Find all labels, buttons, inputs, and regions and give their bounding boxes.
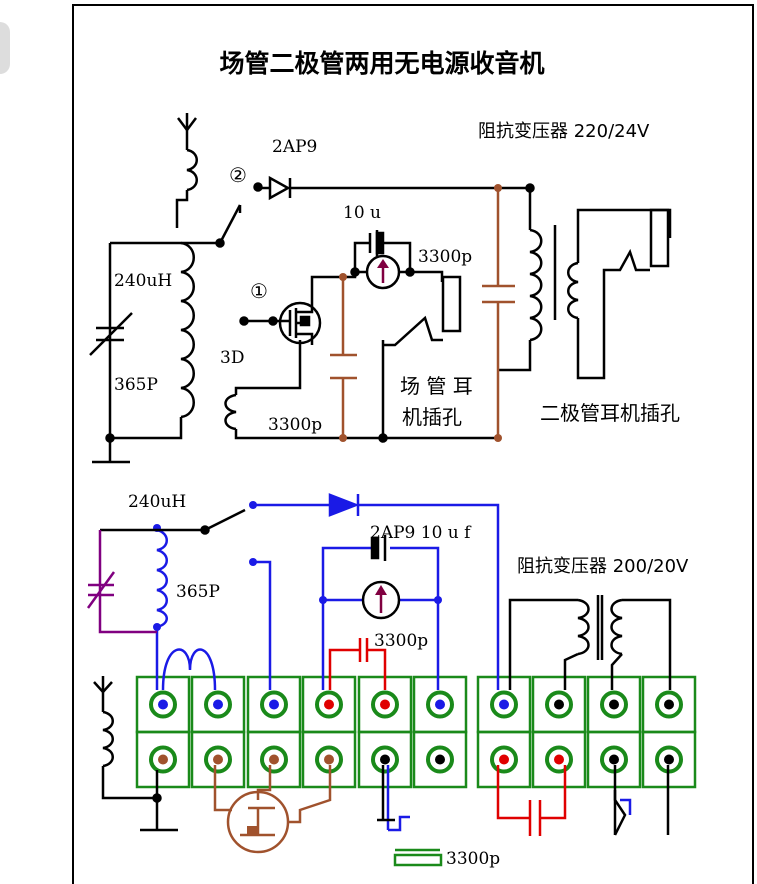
terminal-dot — [664, 699, 674, 710]
terminal-dot — [213, 754, 223, 765]
label-fet: 3D — [220, 348, 244, 368]
terminal-block — [135, 730, 191, 789]
terminal-ring — [600, 690, 628, 719]
transformer-primary — [529, 228, 543, 342]
label-diode-jack: 二极管耳机插孔 — [540, 401, 680, 425]
label-fet-jack-1: 场 管 耳 — [400, 374, 473, 398]
top-brown-wires — [330, 188, 515, 438]
terminal-ring — [426, 745, 454, 774]
terminal-dot — [435, 699, 445, 710]
terminal-dot — [158, 754, 168, 765]
terminal-ring — [315, 690, 343, 719]
terminal-block — [412, 730, 468, 789]
terminal-ring — [260, 745, 288, 774]
fet-jack — [441, 275, 462, 333]
terminal-dot — [499, 699, 509, 710]
terminal-dot — [609, 754, 619, 765]
label-bottom-coil: 240uH — [128, 492, 186, 512]
terminal-ring — [426, 690, 454, 719]
label-pos1: ① — [250, 279, 268, 303]
diode-icon — [268, 175, 292, 201]
bottom-coil — [156, 528, 168, 629]
secondary-coil — [224, 393, 237, 431]
terminal-dot — [380, 699, 390, 710]
terminal-blocks — [135, 675, 697, 789]
terminal-ring — [545, 745, 573, 774]
terminal-ring — [149, 745, 177, 774]
variable-capacitor — [89, 312, 133, 356]
terminal-ring — [490, 745, 518, 774]
label-transformer-top: 阻抗变压器 220/24V — [478, 121, 650, 142]
label-cap-bottom: 3300p — [268, 415, 322, 435]
terminal-ring — [545, 690, 573, 719]
terminal-block — [531, 730, 587, 789]
band-switch — [218, 204, 242, 244]
terminal-ring — [371, 690, 399, 719]
label-diode: 2AP9 — [272, 137, 317, 157]
label-fet-jack-2: 机插孔 — [402, 405, 462, 429]
terminal-dot — [380, 754, 390, 765]
terminal-dot — [324, 699, 334, 710]
page-title: 场管二极管两用无电源收音机 — [219, 49, 544, 78]
label-bottom-meter: 2AP9 10 u f — [370, 523, 472, 543]
terminal-dot — [324, 754, 334, 765]
diagram-frame — [72, 4, 754, 884]
label-pos2: ② — [229, 163, 247, 187]
label-bottom-cap: 3300p — [446, 849, 500, 869]
terminal-block — [357, 730, 413, 789]
bottom-blue-wires — [155, 493, 632, 832]
transformer-secondary — [567, 261, 579, 320]
label-meter-value: 10 u — [343, 203, 381, 223]
terminal-dot — [499, 754, 509, 765]
main-coil — [180, 241, 195, 419]
label-bottom-var-cap: 365P — [176, 582, 220, 602]
terminal-dot — [158, 699, 168, 710]
terminal-ring — [204, 745, 232, 774]
bottom-meter-icon — [361, 580, 401, 620]
terminal-dot — [609, 699, 619, 710]
terminal-block — [246, 730, 302, 789]
antenna-coil — [186, 148, 198, 192]
terminal-block — [476, 730, 532, 789]
terminal-ring — [490, 690, 518, 719]
terminal-dot — [213, 699, 223, 710]
label-cap-meter: 3300p — [418, 247, 472, 267]
diode-jack — [649, 208, 670, 268]
fet-transistor — [278, 300, 322, 345]
terminal-dot — [435, 754, 445, 765]
edge-artifact — [0, 22, 10, 74]
bottom-fet — [213, 765, 332, 854]
terminal-dot — [269, 699, 279, 710]
terminal-dot — [554, 754, 564, 765]
antenna-icon — [177, 113, 197, 150]
bottom-antenna-icon — [93, 681, 113, 694]
terminal-ring — [149, 690, 177, 719]
label-bottom-cap-red: 3300p — [374, 631, 428, 651]
label-transformer-bottom: 阻抗变压器 200/20V — [517, 556, 689, 577]
terminal-ring — [371, 745, 399, 774]
top-circuit — [89, 113, 672, 464]
terminal-dot — [554, 699, 564, 710]
bottom-green-cap — [393, 853, 443, 867]
bottom-variable-capacitor — [86, 530, 157, 634]
label-var-cap: 365P — [114, 375, 158, 395]
terminal-block — [190, 730, 246, 789]
meter-arrow-top — [377, 259, 389, 283]
terminal-dot — [664, 754, 674, 765]
bottom-antenna-coil — [102, 710, 114, 768]
meter-arrow-bottom — [375, 585, 387, 613]
bottom-switch — [204, 508, 246, 532]
bottom-red-wires — [328, 638, 567, 836]
terminal-ring — [204, 690, 232, 719]
terminal-ring — [260, 690, 288, 719]
terminal-ring — [655, 690, 683, 719]
label-coil: 240uH — [114, 271, 172, 291]
terminal-dot — [269, 754, 279, 765]
